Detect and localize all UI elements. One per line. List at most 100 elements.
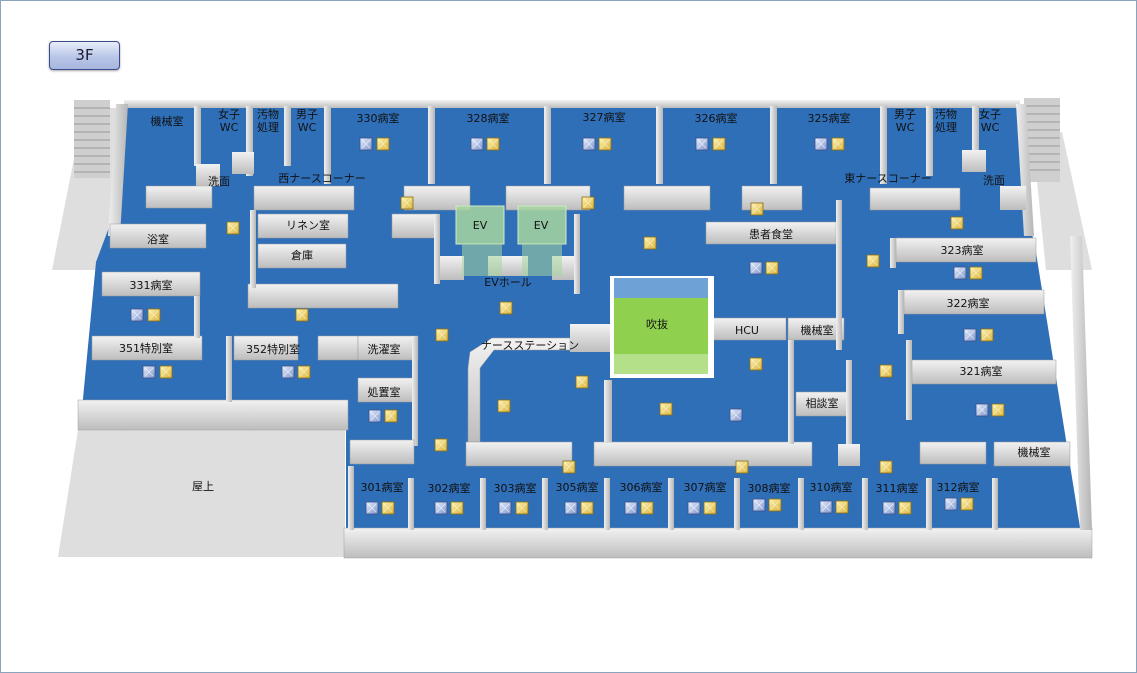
room-label: 患者食堂	[749, 227, 793, 241]
camera-sensor-icon[interactable]	[866, 254, 880, 268]
elevators	[455, 205, 567, 276]
room-label: 326病室	[695, 111, 738, 125]
camera-sensor-icon[interactable]	[969, 266, 983, 280]
nurse-call-icon[interactable]	[470, 137, 484, 151]
camera-sensor-icon[interactable]	[598, 137, 612, 151]
nurse-call-icon[interactable]	[819, 500, 833, 514]
camera-sensor-icon[interactable]	[581, 196, 595, 210]
nurse-call-icon[interactable]	[498, 501, 512, 515]
room-label: EVホール	[484, 276, 531, 289]
nurse-call-icon[interactable]	[624, 501, 638, 515]
camera-sensor-icon[interactable]	[384, 409, 398, 423]
camera-sensor-icon[interactable]	[950, 216, 964, 230]
room-label: 洗面	[983, 174, 1005, 187]
nurse-call-icon[interactable]	[882, 501, 896, 515]
nurse-call-icon[interactable]	[963, 328, 977, 342]
room-label: 321病室	[960, 364, 1003, 378]
camera-sensor-icon[interactable]	[297, 365, 311, 379]
room-label: 倉庫	[291, 248, 313, 262]
nurse-call-icon[interactable]	[365, 501, 379, 515]
camera-sensor-icon[interactable]	[226, 221, 240, 235]
camera-sensor-icon[interactable]	[499, 301, 513, 315]
camera-sensor-icon[interactable]	[562, 460, 576, 474]
room-label: 325病室	[808, 111, 851, 125]
room-label: 322病室	[947, 296, 990, 310]
nurse-call-icon[interactable]	[130, 308, 144, 322]
nurse-call-icon[interactable]	[749, 261, 763, 275]
camera-sensor-icon[interactable]	[486, 137, 500, 151]
room-label: 汚物処理	[257, 107, 279, 134]
nurse-call-icon[interactable]	[687, 501, 701, 515]
camera-sensor-icon[interactable]	[434, 438, 448, 452]
camera-sensor-icon[interactable]	[159, 365, 173, 379]
camera-sensor-icon[interactable]	[381, 501, 395, 515]
camera-sensor-icon[interactable]	[735, 460, 749, 474]
camera-sensor-icon[interactable]	[879, 460, 893, 474]
camera-sensor-icon[interactable]	[750, 202, 764, 216]
room-label: 汚物処理	[935, 107, 957, 134]
nurse-call-icon[interactable]	[695, 137, 709, 151]
room-label: 屋上	[192, 480, 214, 493]
nurse-call-icon[interactable]	[953, 266, 967, 280]
rooftop-area	[58, 430, 345, 557]
camera-sensor-icon[interactable]	[376, 137, 390, 151]
stairs-east	[1024, 98, 1060, 182]
room-label: 328病室	[467, 111, 510, 125]
camera-sensor-icon[interactable]	[450, 501, 464, 515]
camera-sensor-icon[interactable]	[435, 328, 449, 342]
camera-sensor-icon[interactable]	[659, 402, 673, 416]
camera-sensor-icon[interactable]	[831, 137, 845, 151]
room-label: 312病室	[937, 480, 980, 494]
nurse-call-icon[interactable]	[142, 365, 156, 379]
camera-sensor-icon[interactable]	[295, 308, 309, 322]
camera-sensor-icon[interactable]	[400, 196, 414, 210]
nurse-call-icon[interactable]	[814, 137, 828, 151]
camera-sensor-icon[interactable]	[147, 308, 161, 322]
nurse-call-icon[interactable]	[564, 501, 578, 515]
nurse-call-icon[interactable]	[368, 409, 382, 423]
room-label: 機械室	[1018, 445, 1051, 459]
camera-sensor-icon[interactable]	[768, 498, 782, 512]
nurse-call-icon[interactable]	[729, 408, 743, 422]
camera-sensor-icon[interactable]	[515, 501, 529, 515]
camera-sensor-icon[interactable]	[640, 501, 654, 515]
room-label: 306病室	[620, 480, 663, 494]
camera-sensor-icon[interactable]	[980, 328, 994, 342]
camera-sensor-icon[interactable]	[712, 137, 726, 151]
stairs-west	[74, 100, 110, 178]
camera-sensor-icon[interactable]	[497, 399, 511, 413]
nurse-call-icon[interactable]	[359, 137, 373, 151]
walls	[77, 100, 1093, 559]
nurse-call-icon[interactable]	[434, 501, 448, 515]
floor-3f-button[interactable]: 3F	[49, 41, 120, 70]
camera-sensor-icon[interactable]	[879, 364, 893, 378]
camera-sensor-icon[interactable]	[960, 497, 974, 511]
room-label: EV	[534, 219, 549, 232]
room-label: 301病室	[361, 480, 404, 494]
nurse-call-icon[interactable]	[582, 137, 596, 151]
nurse-call-icon[interactable]	[944, 497, 958, 511]
camera-sensor-icon[interactable]	[575, 375, 589, 389]
nurse-call-icon[interactable]	[281, 365, 295, 379]
camera-sensor-icon[interactable]	[580, 501, 594, 515]
room-label: 機械室	[801, 323, 834, 337]
room-label: 351特別室	[119, 341, 173, 355]
room-label: 310病室	[810, 480, 853, 494]
camera-sensor-icon[interactable]	[898, 501, 912, 515]
room-label: 処置室	[368, 385, 401, 399]
room-label: 323病室	[941, 243, 984, 257]
camera-sensor-icon[interactable]	[643, 236, 657, 250]
camera-sensor-icon[interactable]	[991, 403, 1005, 417]
room-label: 311病室	[876, 481, 919, 495]
room-label: ナースステーション	[481, 339, 579, 352]
camera-sensor-icon[interactable]	[765, 261, 779, 275]
sensor-icons	[130, 137, 1005, 515]
nurse-call-icon[interactable]	[975, 403, 989, 417]
camera-sensor-icon[interactable]	[749, 357, 763, 371]
nurse-call-icon[interactable]	[752, 498, 766, 512]
room-label: 洗面	[208, 175, 230, 188]
camera-sensor-icon[interactable]	[835, 500, 849, 514]
camera-sensor-icon[interactable]	[703, 501, 717, 515]
